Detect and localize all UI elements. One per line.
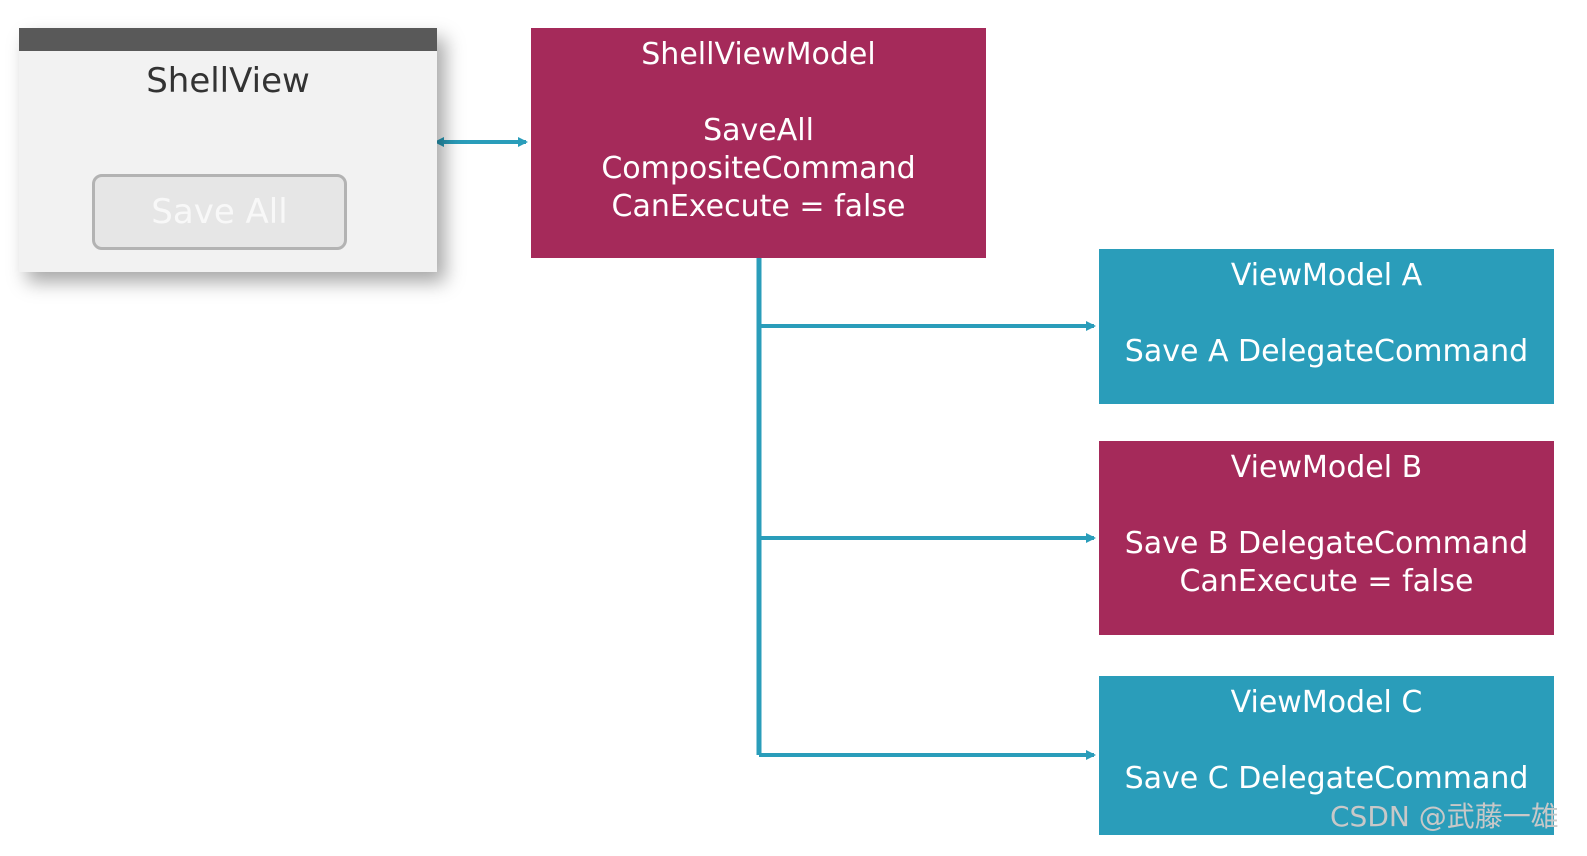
shell-view-model-line: CanExecute = false [611,189,906,224]
spacer [1099,722,1554,760]
save-all-button[interactable]: Save All [92,174,347,250]
spacer [1099,295,1554,333]
shell-view-model-line: SaveAll [703,113,814,148]
shell-view-window: ShellView Save All [19,28,437,272]
viewmodel-c-line: Save C DelegateCommand [1124,761,1529,796]
spacer [1099,487,1554,525]
viewmodel-c-box: ViewModel C Save C DelegateCommand [1099,676,1554,835]
viewmodel-b-line: CanExecute = false [1179,564,1474,599]
viewmodel-a-title: ViewModel A [1230,258,1423,293]
shell-view-model-title: ShellViewModel [641,37,876,72]
viewmodel-b-title: ViewModel B [1230,450,1423,485]
viewmodel-a-line: Save A DelegateCommand [1124,334,1529,369]
shell-view-title: ShellView [146,61,310,101]
spacer [531,74,986,112]
viewmodel-b-line: Save B DelegateCommand [1124,526,1529,561]
window-titlebar [19,28,437,51]
viewmodel-b-box: ViewModel B Save B DelegateCommand CanEx… [1099,441,1554,635]
shell-view-model-line: CompositeCommand [601,151,916,186]
watermark-text: CSDN @武藤一雄 [1330,800,1559,833]
viewmodel-a-box: ViewModel A Save A DelegateCommand [1099,249,1554,404]
shell-view-model-box: ShellViewModel SaveAll CompositeCommand … [531,28,986,258]
viewmodel-c-title: ViewModel C [1230,685,1423,720]
